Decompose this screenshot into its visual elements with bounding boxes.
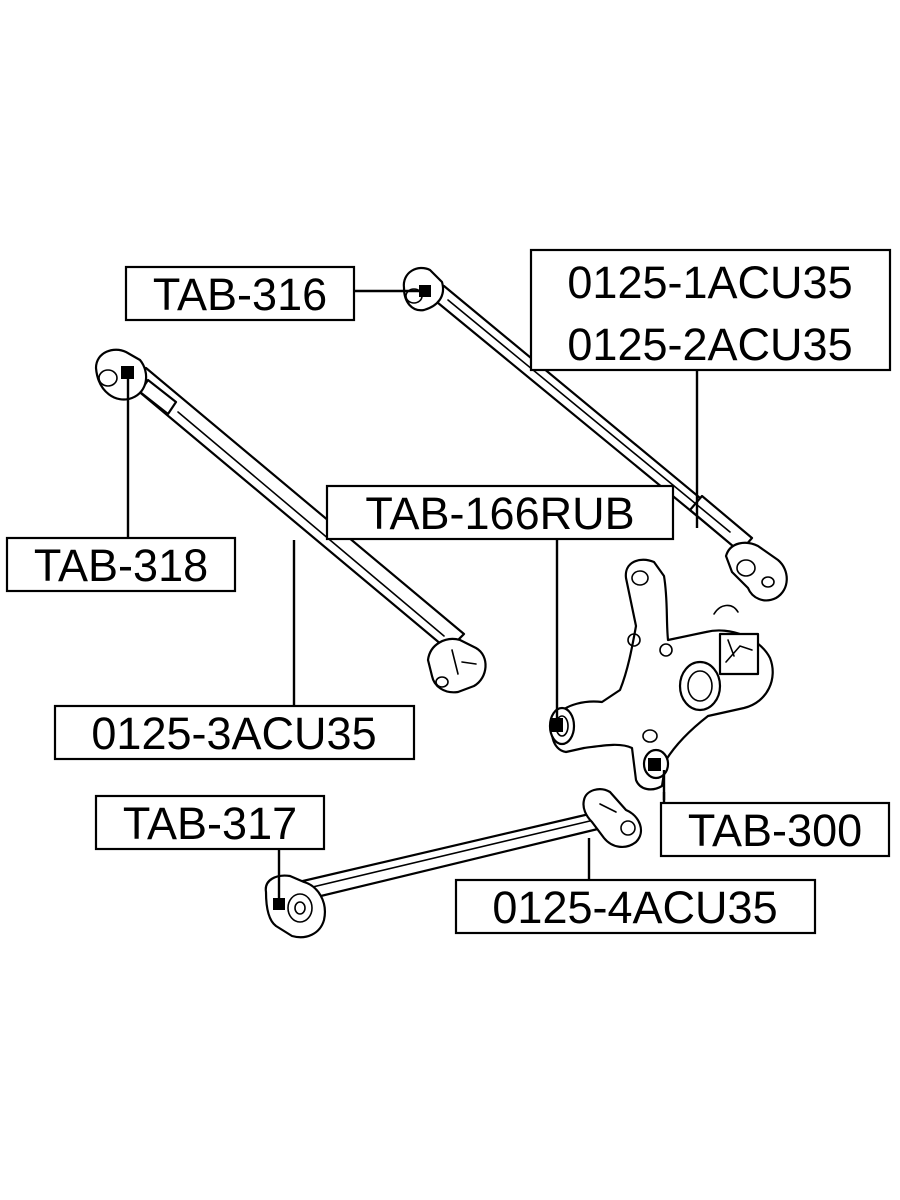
- label-tab-300-text: TAB-300: [688, 805, 862, 856]
- label-tab-318-text: TAB-318: [34, 540, 208, 591]
- label-0125-2acu35-text: 0125-2ACU35: [567, 319, 852, 370]
- label-tab-317: TAB-317: [94, 794, 326, 851]
- label-0125-4acu35: 0125-4ACU35: [454, 878, 817, 935]
- label-tab-316: TAB-316: [124, 265, 356, 322]
- label-tab-166rub-text: TAB-166RUB: [365, 488, 634, 539]
- trailing-arm: [264, 788, 643, 939]
- label-0125-1-2acu35: 0125-1ACU35 0125-2ACU35: [529, 248, 892, 372]
- label-0125-1acu35-text: 0125-1ACU35: [567, 257, 852, 308]
- leader-lines: [121, 285, 699, 910]
- label-tab-318: TAB-318: [5, 536, 237, 593]
- steering-knuckle: [548, 558, 774, 791]
- label-tab-317-text: TAB-317: [123, 798, 297, 849]
- label-0125-4acu35-text: 0125-4ACU35: [492, 882, 777, 933]
- label-tab-316-text: TAB-316: [153, 269, 327, 320]
- label-0125-3acu35-text: 0125-3ACU35: [91, 708, 376, 759]
- lower-control-arm: [94, 348, 487, 694]
- label-tab-300: TAB-300: [659, 801, 891, 858]
- label-0125-3acu35: 0125-3ACU35: [53, 704, 416, 761]
- label-tab-166rub: TAB-166RUB: [325, 484, 675, 541]
